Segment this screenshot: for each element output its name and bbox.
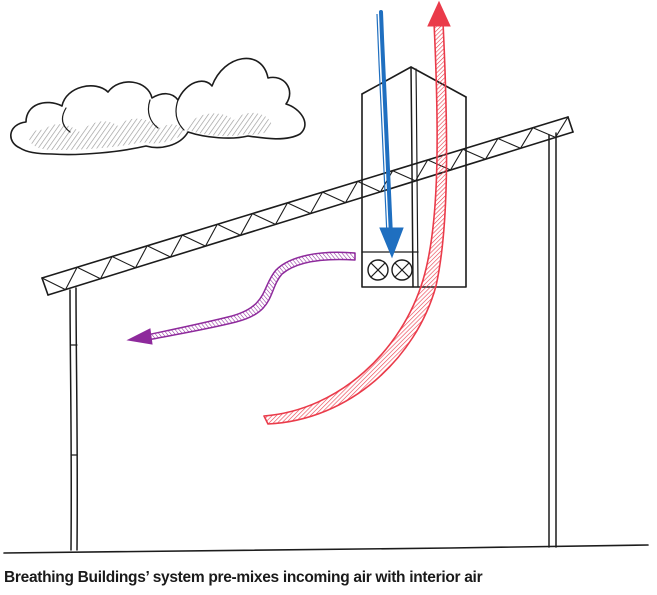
ground-line xyxy=(3,544,649,554)
figure-caption: Breathing Buildings’ system pre-mixes in… xyxy=(4,569,483,586)
outgoing-air-arrow xyxy=(263,0,451,425)
ventilation-stack xyxy=(361,66,467,288)
roof-truss xyxy=(41,116,574,296)
incoming-air-arrow xyxy=(376,10,404,259)
building-ventilation-sketch xyxy=(3,0,649,554)
cloud xyxy=(10,57,306,156)
mixing-fans xyxy=(367,259,413,281)
building-walls xyxy=(69,132,558,551)
mixed-air-arrow xyxy=(126,251,356,345)
